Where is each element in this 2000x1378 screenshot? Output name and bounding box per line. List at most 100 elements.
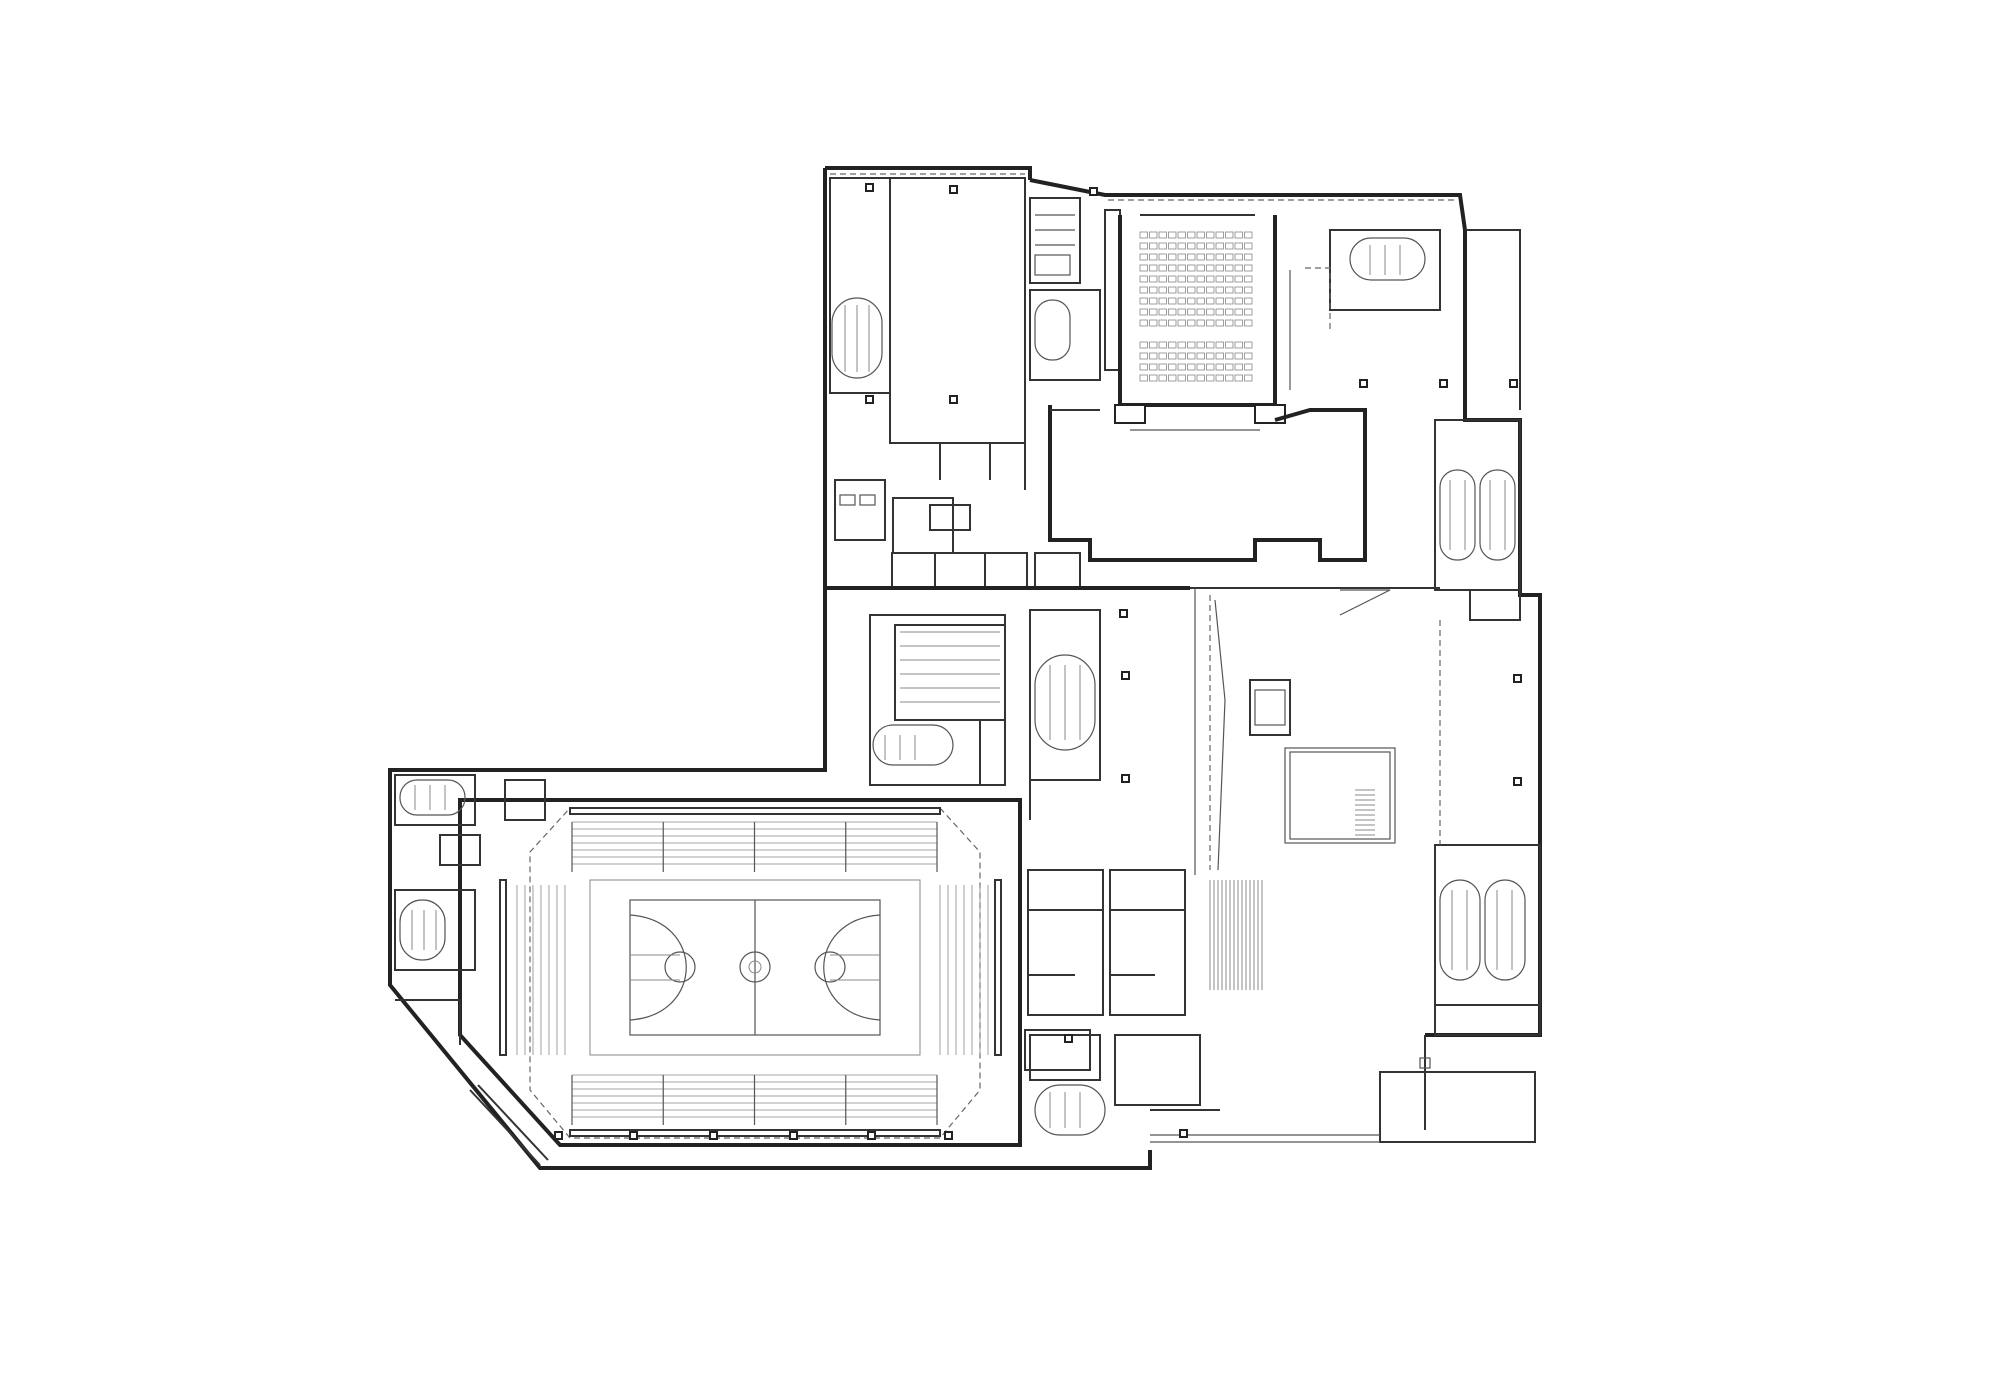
auditorium-seat: [1244, 264, 1253, 272]
auditorium-seat: [1196, 352, 1205, 360]
auditorium-seat: [1158, 275, 1167, 283]
auditorium-seat: [1225, 341, 1234, 349]
auditorium-seat: [1187, 341, 1196, 349]
auditorium-seat: [1206, 352, 1215, 360]
auditorium-seat: [1177, 352, 1186, 360]
auditorium-seat: [1244, 319, 1253, 327]
auditorium-seat: [1206, 297, 1215, 305]
auditorium-seat: [1206, 341, 1215, 349]
auditorium-seat: [1206, 231, 1215, 239]
auditorium-seat: [1158, 286, 1167, 294]
auditorium-seat: [1177, 374, 1186, 382]
auditorium-seat: [1225, 253, 1234, 261]
auditorium-seat: [1168, 264, 1177, 272]
auditorium-seat: [1149, 352, 1158, 360]
auditorium-seat: [1215, 363, 1224, 371]
auditorium-seat: [1158, 308, 1167, 316]
auditorium-seat: [1177, 308, 1186, 316]
auditorium-seat: [1149, 286, 1158, 294]
auditorium-seat: [1244, 286, 1253, 294]
auditorium-seating: [1139, 231, 1253, 382]
auditorium-seat: [1225, 352, 1234, 360]
auditorium-seat: [1177, 231, 1186, 239]
auditorium-seat: [1168, 308, 1177, 316]
auditorium-seat: [1158, 374, 1167, 382]
auditorium-seat: [1187, 231, 1196, 239]
auditorium-seat: [1244, 341, 1253, 349]
auditorium-seat: [1206, 319, 1215, 327]
auditorium-seat: [1234, 242, 1243, 250]
auditorium-seat: [1215, 352, 1224, 360]
auditorium-seat: [1158, 264, 1167, 272]
auditorium-seat: [1234, 308, 1243, 316]
auditorium-seat: [1234, 253, 1243, 261]
auditorium-seat: [1244, 297, 1253, 305]
auditorium-seat: [1139, 286, 1148, 294]
auditorium-seat: [1168, 275, 1177, 283]
auditorium-seat: [1158, 363, 1167, 371]
auditorium-seat: [1139, 319, 1148, 327]
south-core: [1024, 1029, 1188, 1138]
auditorium-seat: [1196, 286, 1205, 294]
auditorium-seat: [1177, 242, 1186, 250]
auditorium-seat: [1225, 286, 1234, 294]
auditorium-seat: [1225, 297, 1234, 305]
auditorium-seat: [1187, 253, 1196, 261]
auditorium-seat: [1196, 275, 1205, 283]
auditorium-seat: [1177, 363, 1186, 371]
auditorium-seat: [1215, 264, 1224, 272]
auditorium-seat: [1149, 242, 1158, 250]
restroom-stalls: [900, 631, 1000, 703]
auditorium-seat: [1168, 319, 1177, 327]
building-envelope: [388, 166, 1542, 1170]
auditorium-seat: [1187, 242, 1196, 250]
auditorium-seat: [1139, 341, 1148, 349]
auditorium-seat: [1149, 231, 1158, 239]
auditorium-seat: [1139, 253, 1148, 261]
auditorium-seat: [1139, 231, 1148, 239]
auditorium-seat: [1149, 253, 1158, 261]
gymnasium: [458, 798, 1022, 1147]
auditorium-seat: [1139, 264, 1148, 272]
auditorium-seat: [1149, 374, 1158, 382]
auditorium-seat: [1215, 253, 1224, 261]
auditorium-seat: [1149, 341, 1158, 349]
auditorium-seat: [1215, 341, 1224, 349]
auditorium-seat: [1215, 297, 1224, 305]
auditorium-seat: [1206, 275, 1215, 283]
auditorium-seat: [1206, 374, 1215, 382]
auditorium-seat: [1177, 275, 1186, 283]
auditorium-seat: [1225, 374, 1234, 382]
auditorium-seat: [1206, 308, 1215, 316]
auditorium-seat: [1168, 374, 1177, 382]
auditorium-seat: [1215, 374, 1224, 382]
auditorium-seat: [1244, 242, 1253, 250]
auditorium-seat: [1158, 253, 1167, 261]
auditorium-seat: [1149, 264, 1158, 272]
auditorium-seat: [1244, 308, 1253, 316]
auditorium-seat: [1177, 341, 1186, 349]
auditorium-seat: [1158, 242, 1167, 250]
auditorium-seat: [1168, 297, 1177, 305]
auditorium-seat: [1168, 363, 1177, 371]
auditorium-seat: [1158, 352, 1167, 360]
auditorium-seat: [1206, 286, 1215, 294]
auditorium-seat: [1187, 264, 1196, 272]
auditorium-seat: [1244, 352, 1253, 360]
auditorium-seat: [1168, 352, 1177, 360]
auditorium-seat: [1187, 363, 1196, 371]
auditorium-seat: [1177, 253, 1186, 261]
gym-bleachers: [516, 821, 989, 1125]
auditorium-seat: [1149, 308, 1158, 316]
auditorium-seat: [1225, 319, 1234, 327]
auditorium-seat: [1234, 275, 1243, 283]
auditorium-seat: [1196, 363, 1205, 371]
auditorium-seat: [1139, 374, 1148, 382]
auditorium-seat: [1244, 231, 1253, 239]
east-stair-core-1: [1339, 419, 1521, 621]
east-columns: [1439, 620, 1522, 845]
auditorium-seat: [1244, 363, 1253, 371]
auditorium-seat: [1244, 253, 1253, 261]
